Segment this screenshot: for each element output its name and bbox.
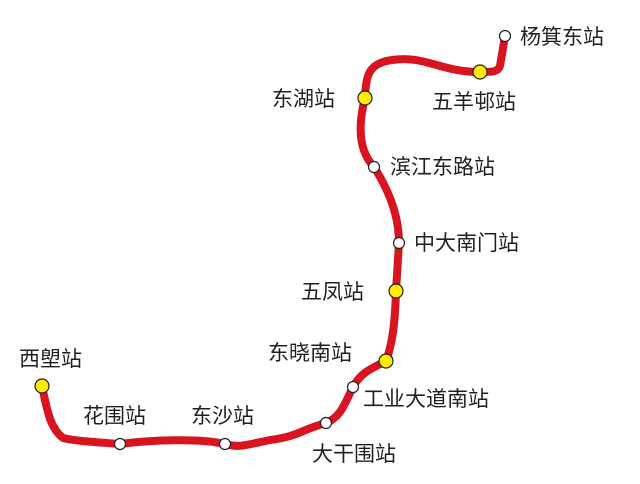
interchange-station-marker	[34, 378, 50, 394]
station-label: 西塱站	[19, 347, 82, 371]
interchange-station-marker	[472, 64, 488, 80]
station-label: 大干围站	[312, 442, 396, 466]
interchange-station-marker	[388, 283, 404, 299]
metro-route-line	[38, 32, 509, 450]
station-marker	[498, 29, 512, 43]
station-label: 中大南门站	[414, 231, 519, 255]
interchange-station-marker	[378, 353, 394, 369]
station-marker	[346, 380, 360, 394]
station-label: 东晓南站	[268, 341, 352, 365]
station-label: 滨江东路站	[390, 155, 495, 179]
station-label: 工业大道南站	[363, 387, 489, 411]
station-marker	[319, 416, 333, 430]
station-label: 杨箕东站	[520, 25, 604, 49]
station-label: 东湖站	[272, 87, 335, 111]
station-marker	[392, 236, 406, 250]
station-label: 花围站	[83, 404, 146, 428]
station-marker	[218, 437, 232, 451]
station-marker	[113, 437, 127, 451]
station-label: 五羊邨站	[432, 90, 516, 114]
interchange-station-marker	[357, 90, 373, 106]
station-label: 东沙站	[191, 404, 254, 428]
station-label: 五凤站	[301, 280, 364, 304]
station-marker	[367, 160, 381, 174]
